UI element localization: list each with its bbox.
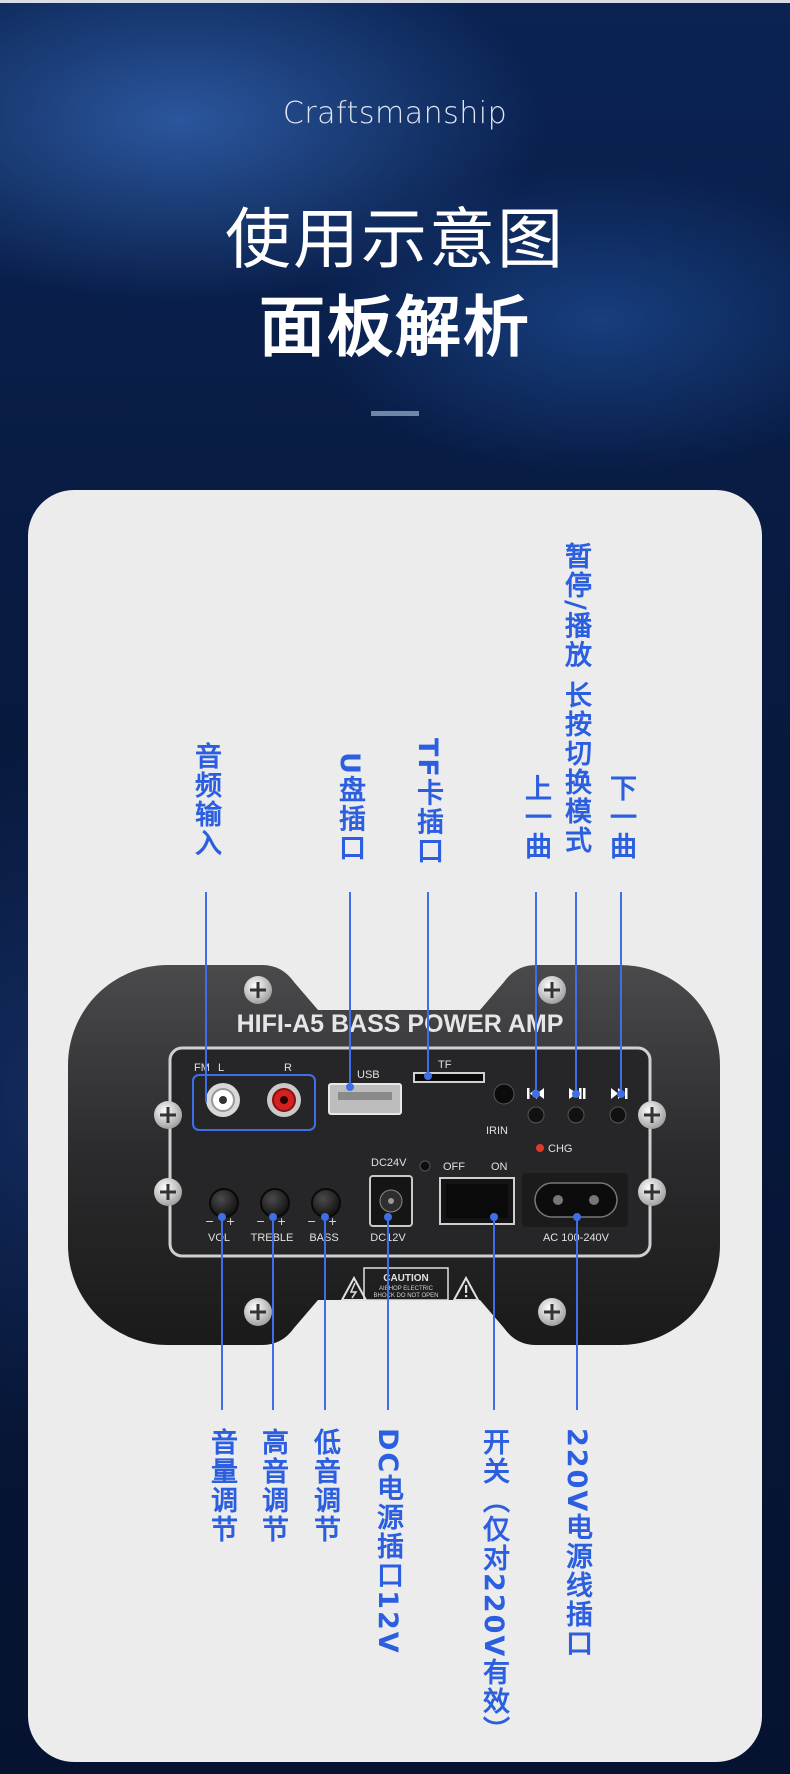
prev-track-button[interactable] <box>527 1106 545 1124</box>
panel-model-text: HIFI-A5 BASS POWER AMP <box>237 1010 564 1038</box>
label-fm: FM <box>194 1062 210 1074</box>
treble-minus-sign: − <box>256 1215 265 1228</box>
leader-lines-top <box>205 892 622 1102</box>
caution-title: CAUTION <box>383 1273 429 1284</box>
screw-icon <box>244 1298 272 1326</box>
treble-plus-sign: + <box>277 1215 286 1228</box>
label-usb: USB <box>357 1069 380 1081</box>
usb-port-tongue <box>338 1092 392 1100</box>
bass-plus-sign: + <box>328 1215 337 1228</box>
callout-dc-port: DC电源插口12V <box>372 1428 403 1655</box>
header-title-line2: 面板解析 <box>259 289 531 366</box>
callout-tf-port: TF卡插口 <box>412 738 443 866</box>
header-subtitle: Craftsmanship <box>282 96 508 131</box>
next-track-button[interactable] <box>609 1106 627 1124</box>
warning-triangle-icon <box>340 1275 368 1301</box>
play-pause-button[interactable] <box>567 1106 585 1124</box>
label-irin: IRIN <box>486 1125 508 1137</box>
caution-line1: AIBHOP ELECTRIC <box>379 1286 434 1292</box>
header-divider <box>371 411 419 416</box>
callout-power-switch: 开关（仅对220V有效） <box>478 1428 509 1746</box>
label-chg: CHG <box>548 1143 572 1155</box>
label-dc24v: DC24V <box>371 1157 407 1169</box>
charge-led <box>536 1144 544 1152</box>
label-vol: VOL <box>208 1232 230 1244</box>
rca-jack-white[interactable] <box>206 1083 240 1117</box>
ac-socket-face <box>534 1182 618 1218</box>
header-title-line1: 使用示意图 <box>225 201 565 278</box>
callout-treble: 高音调节 <box>257 1428 288 1544</box>
callout-ac-port: 220V电源线插口 <box>561 1428 592 1659</box>
power-led <box>419 1160 431 1172</box>
screw-icon <box>244 976 272 1004</box>
ac-pin <box>553 1195 563 1205</box>
bass-knob[interactable] <box>311 1188 341 1218</box>
leader-lines-bottom <box>221 1217 578 1410</box>
vol-minus-sign: − <box>205 1215 214 1228</box>
treble-knob[interactable] <box>260 1188 290 1218</box>
screw-icon <box>538 1298 566 1326</box>
caution-line2: BHOCK DO NOT OPEN <box>374 1293 439 1299</box>
callout-bass: 低音调节 <box>309 1428 340 1544</box>
screw-icon <box>154 1101 182 1129</box>
callout-next-track: 下一曲 <box>605 774 636 861</box>
vol-plus-sign: + <box>226 1215 235 1228</box>
volume-knob[interactable] <box>209 1188 239 1218</box>
screw-icon <box>154 1178 182 1206</box>
rca-highlight-box <box>192 1074 316 1131</box>
dc-jack-pin <box>388 1198 394 1204</box>
callout-audio-input: 音频输入 <box>190 742 221 858</box>
warning-triangle-icon <box>452 1275 480 1301</box>
ac-pin <box>589 1195 599 1205</box>
leader-dots-top <box>346 1072 625 1098</box>
top-strip <box>0 0 790 3</box>
callout-usb-port: U盘插口 <box>334 752 365 863</box>
caution-label-box <box>363 1267 449 1301</box>
tf-slot[interactable] <box>413 1072 485 1083</box>
screw-icon <box>638 1101 666 1129</box>
power-switch-rocker <box>446 1184 508 1218</box>
label-on: ON <box>491 1161 508 1173</box>
callout-volume: 音量调节 <box>206 1428 237 1544</box>
label-right: R <box>284 1062 292 1074</box>
rca-jack-red[interactable] <box>267 1083 301 1117</box>
label-tf: TF <box>438 1059 452 1071</box>
callout-prev-track: 上一曲 <box>520 774 551 861</box>
screw-icon <box>638 1178 666 1206</box>
bass-minus-sign: − <box>307 1215 316 1228</box>
screw-icon <box>538 976 566 1004</box>
leader-dots-bottom <box>218 1213 581 1221</box>
label-left: L <box>218 1062 224 1074</box>
callout-play-pause: 暂停/播放 长按切换模式 <box>560 542 591 856</box>
ir-receiver <box>493 1083 515 1105</box>
label-off: OFF <box>443 1161 465 1173</box>
